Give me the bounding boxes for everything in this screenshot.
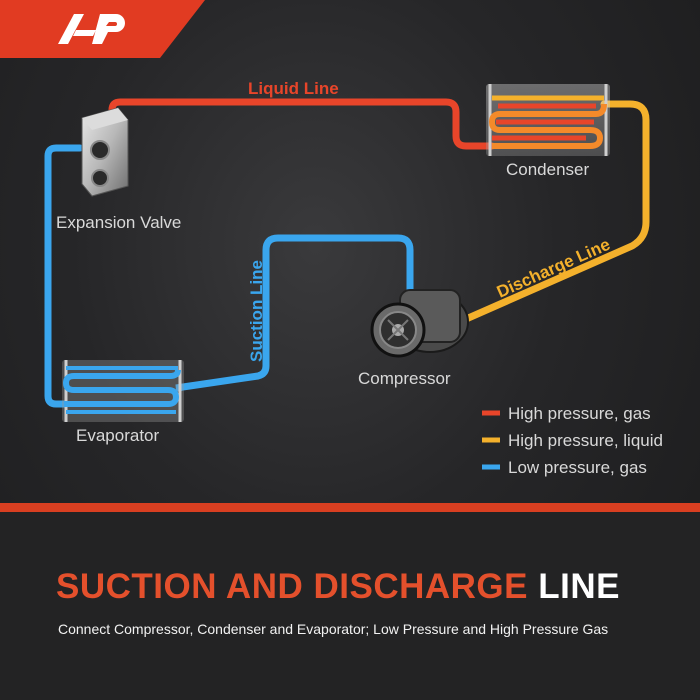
condenser [486,84,610,156]
caption-panel [0,512,700,700]
expansion-to-evaporator-pipe [44,144,84,408]
brand-logo-mark [58,14,125,44]
suction-line-pipe [175,234,414,392]
legend-item: Low pressure, gas [482,458,647,477]
legend-item: High pressure, liquid [482,431,663,450]
expansion-valve-label: Expansion Valve [56,213,181,232]
headline-accent: SUCTION AND DISCHARGE [56,567,528,606]
headline-rest: LINE [538,567,620,606]
evaporator-label: Evaporator [76,426,159,445]
discharge-line-label: Discharge Line [494,235,613,302]
discharge-line-pipe [428,100,650,338]
suction-line-label: Suction Line [247,260,266,362]
subheadline: Connect Compressor, Condenser and Evapor… [58,621,609,637]
legend-label: High pressure, liquid [508,431,663,450]
legend-item: High pressure, gas [482,404,651,423]
headline: SUCTION AND DISCHARGE LINE [56,567,620,607]
refrigeration-cycle-diagram: Condenser Expansion Valve Evaporator [44,79,663,477]
condenser-label: Condenser [506,160,590,179]
expansion-valve [81,107,129,197]
liquid-line-pipe [108,98,496,150]
compressor [370,289,469,358]
liquid-line-label: Liquid Line [248,79,339,98]
legend-label: High pressure, gas [508,404,651,423]
accent-divider [0,503,700,512]
legend: High pressure, gas High pressure, liquid… [482,404,663,477]
brand-logo [0,0,205,58]
compressor-label: Compressor [358,369,451,388]
legend-label: Low pressure, gas [508,458,647,477]
evaporator [62,360,184,422]
